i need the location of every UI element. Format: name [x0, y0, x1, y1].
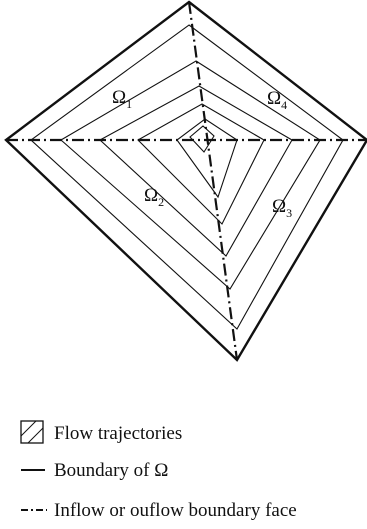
inner-trajectories	[189, 125, 215, 153]
legend-inflow-label: Inflow or ouflow boundary face	[54, 500, 297, 521]
region-label-4: Ω4	[267, 88, 287, 112]
flow-trajectory	[60, 60, 321, 290]
legend-flow-trajectories: Flow trajectories	[20, 420, 182, 444]
legend-boundary-label: Boundary of Ω	[54, 460, 168, 481]
flow-trajectory	[99, 85, 293, 257]
legend-flow-label: Flow trajectories	[54, 423, 182, 444]
region-label-2: Ω2	[144, 185, 164, 209]
inflow-outflow-faces	[6, 1, 367, 361]
flow-trajectory	[30, 24, 344, 330]
hatch-line	[20, 420, 37, 437]
flow-trajectory	[176, 118, 238, 199]
hatch-line	[27, 427, 44, 444]
legend-inflow-outflow: Inflow or ouflow boundary face	[21, 500, 297, 521]
domain-boundary	[4, 0, 367, 362]
hatched-square-icon	[20, 420, 44, 444]
region-label-1: Ω1	[112, 87, 132, 111]
vertical-face	[187, 1, 239, 361]
region-label-3: Ω3	[272, 196, 292, 220]
legend: Flow trajectories Boundary of Ω Inflow o…	[20, 420, 297, 521]
flow-trajectory	[137, 103, 265, 225]
flow-trajectory	[189, 125, 215, 153]
flow-trajectories	[30, 24, 344, 330]
legend-boundary: Boundary of Ω	[21, 460, 168, 481]
